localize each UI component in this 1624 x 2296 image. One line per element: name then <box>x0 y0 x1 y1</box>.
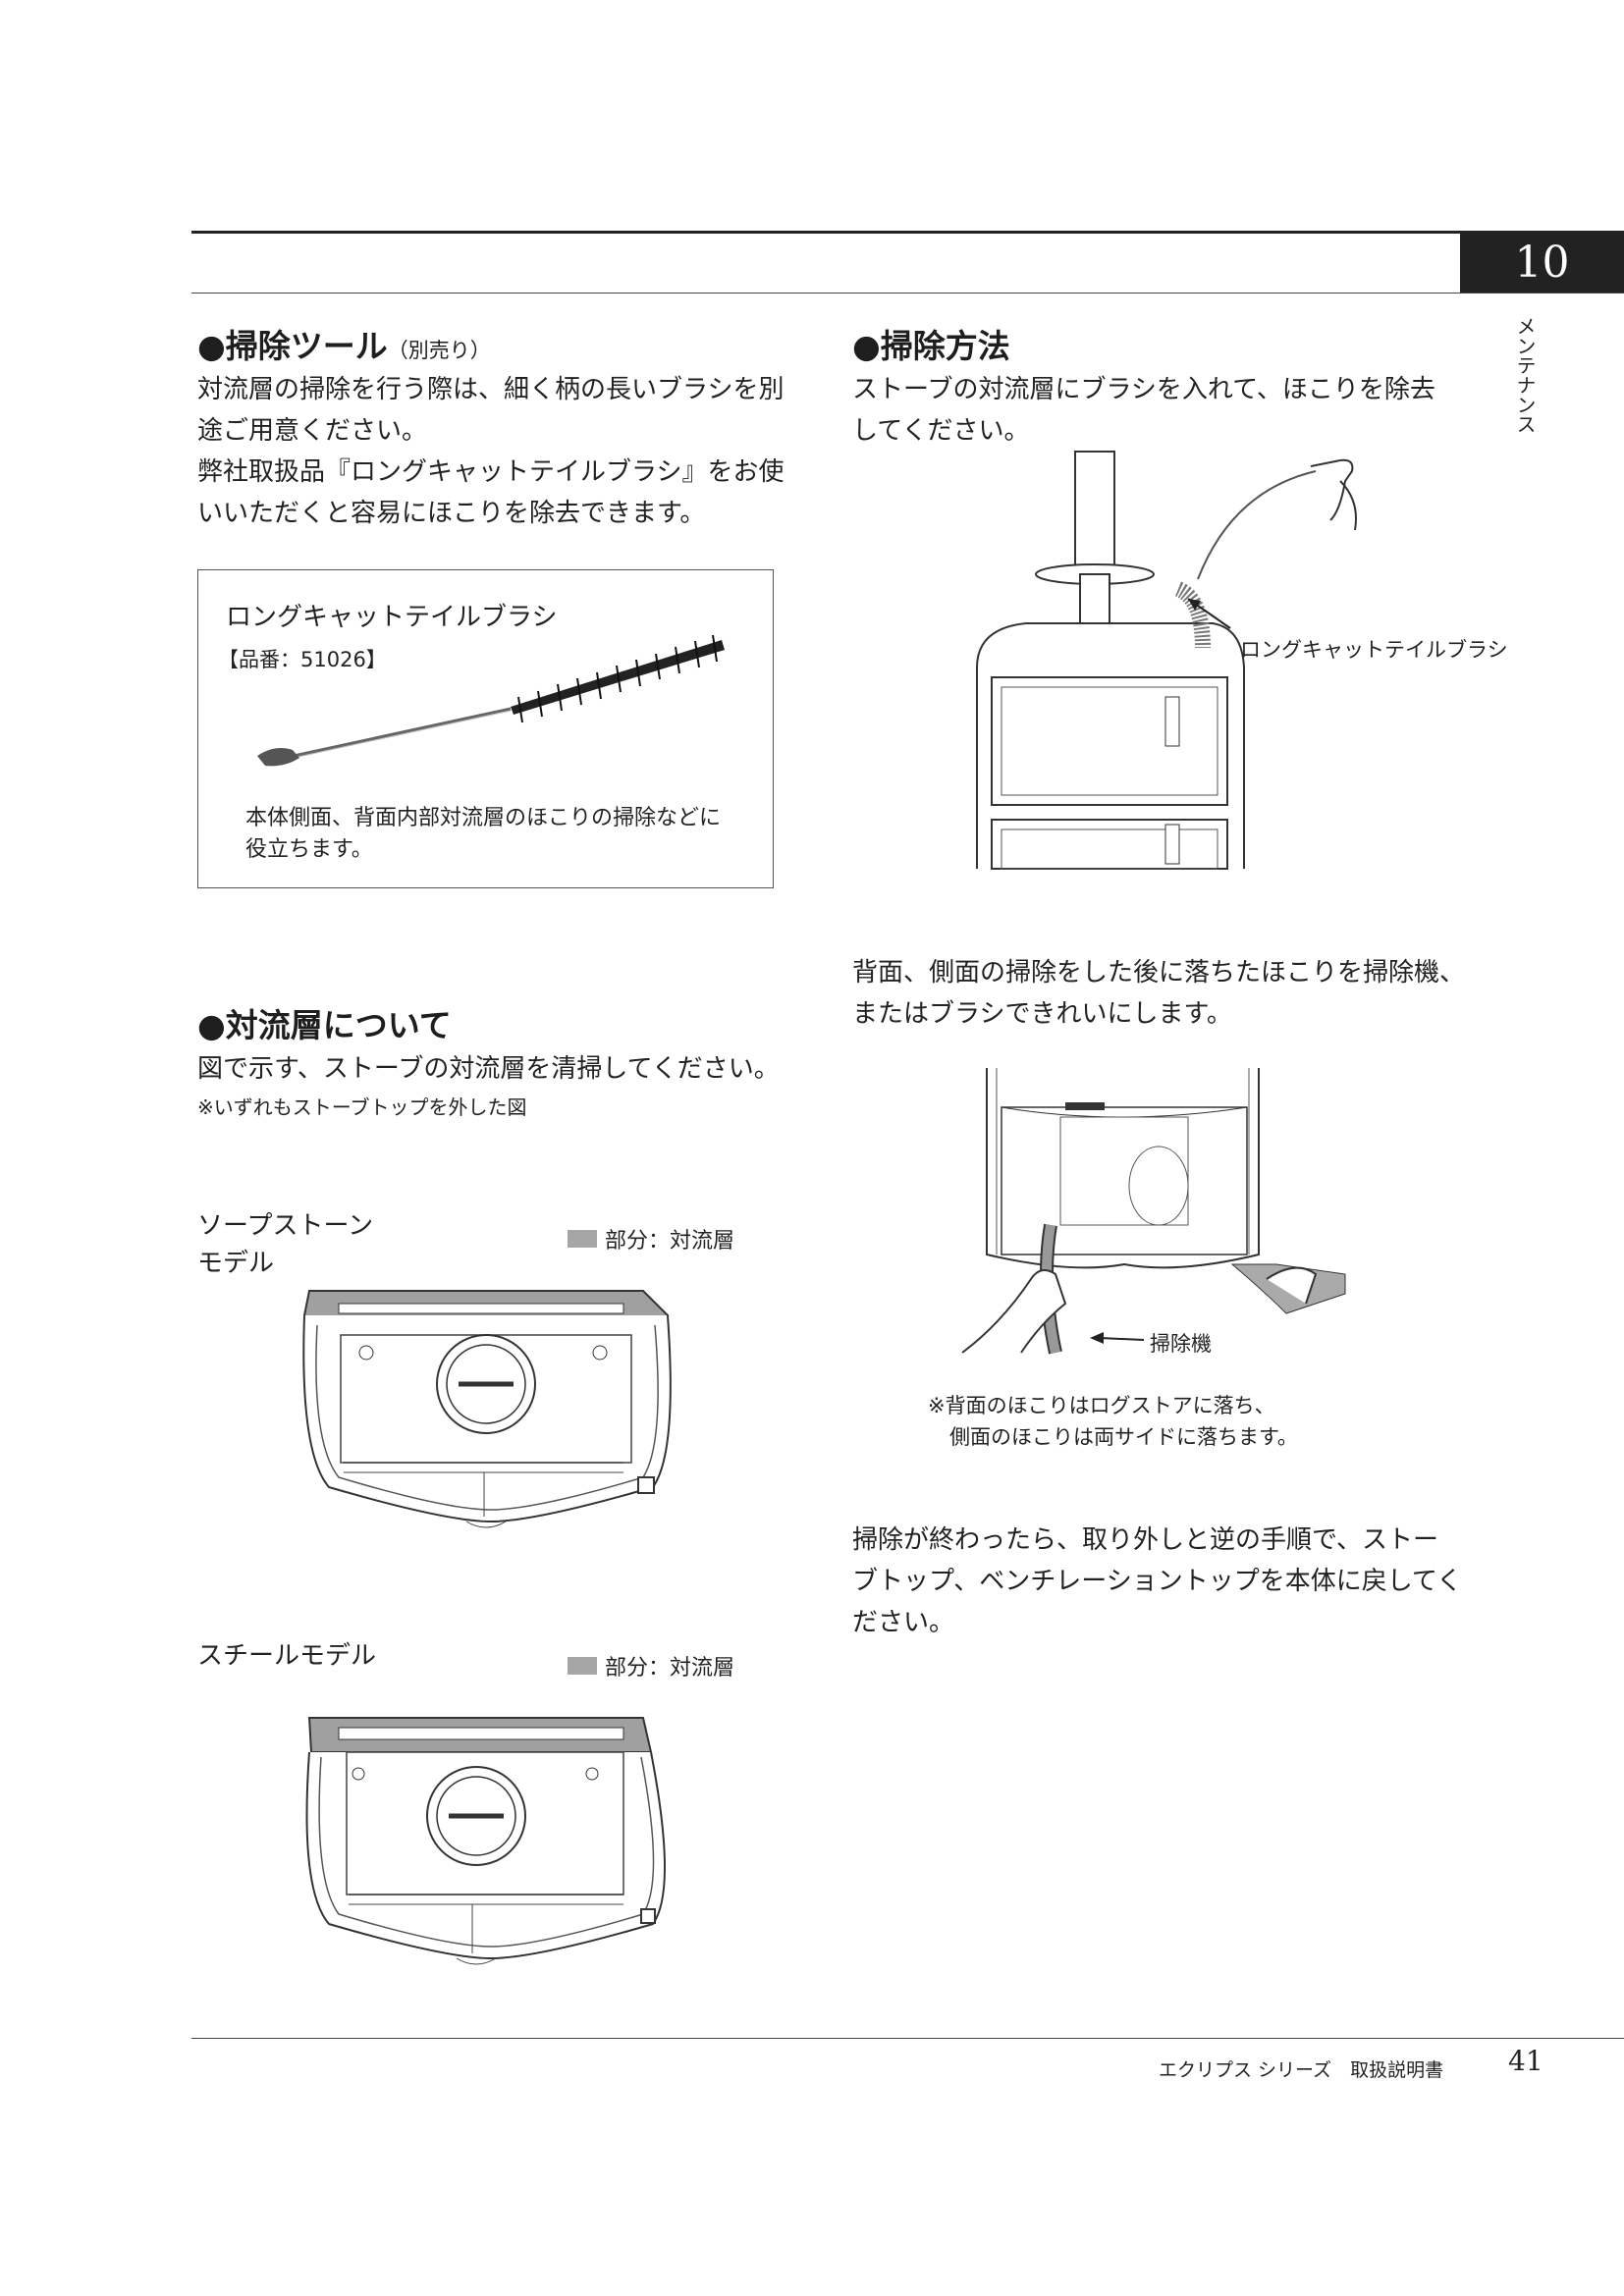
method-note-line: ※背面のほこりはログストアに落ち、 <box>928 1394 1275 1417</box>
brush-product-box <box>197 569 774 888</box>
method-line: ださい。 <box>852 1608 955 1637</box>
legend-text: 部分：対流層 <box>605 1229 735 1254</box>
method-paragraph: ストーブの対流層にブラシを入れて、ほこりを除去 してください。 <box>852 369 1435 452</box>
tools-line: 対流層の掃除を行う際は、細く柄の長いブラシを別 <box>197 375 785 404</box>
method-line: 背面、側面の掃除をした後に落ちたほこりを掃除機、 <box>852 958 1466 988</box>
tools-heading-note: （別売り） <box>387 339 491 362</box>
method-line: またはブラシできれいにします。 <box>852 999 1232 1029</box>
footer-manual-title: エクリプス シリーズ 取扱説明書 <box>1159 2059 1444 2081</box>
brush-illustration <box>257 634 725 767</box>
method-paragraph-3: 掃除が終わったら、取り外しと逆の手順で、ストー ブトップ、ベンチレーショントップ… <box>852 1520 1462 1643</box>
legend-swatch <box>568 1657 597 1675</box>
method-paragraph-2: 背面、側面の掃除をした後に落ちたほこりを掃除機、 またはブラシできれいにします。 <box>852 952 1465 1035</box>
method-note: ※背面のほこりはログストアに落ち、 側面のほこりは両サイドに落ちます。 <box>928 1390 1298 1453</box>
footer-rule <box>191 2038 1624 2039</box>
steel-top-view-diagram <box>305 1717 666 1965</box>
soapstone-top-view-diagram <box>302 1290 672 1528</box>
method-note-line: 側面のほこりは両サイドに落ちます。 <box>949 1425 1298 1449</box>
brush-part-number: 【品番：51026】 <box>218 648 387 671</box>
legend-steel: 部分：対流層 <box>568 1650 734 1682</box>
method-line: 掃除が終わったら、取り外しと逆の手順で、ストー <box>852 1525 1438 1555</box>
tools-line: 途ご用意ください。 <box>197 416 428 446</box>
side-label: メンテナンス <box>1510 316 1540 434</box>
header-rule <box>191 231 1624 234</box>
soapstone-label-line: ソープストーン <box>197 1211 374 1241</box>
brush-desc-line: 本体側面、背面内部対流層のほこりの掃除などに <box>245 806 722 830</box>
vacuum-illustration <box>961 1068 1346 1355</box>
soapstone-label-line: モデル <box>197 1249 275 1278</box>
tools-heading: ●掃除ツール（別売り） <box>197 320 491 367</box>
brush-callout: ロングキャットテイルブラシ <box>1240 638 1508 662</box>
convection-paragraph: 図で示す、ストーブの対流層を清掃してください。 <box>197 1054 780 1084</box>
convection-note: ※いずれもストーブトップを外した図 <box>197 1095 527 1119</box>
tools-heading-text: ●掃除ツール <box>197 327 388 365</box>
side-label-text: メンテナンス <box>1513 316 1537 434</box>
method-line: ブトップ、ベンチレーショントップを本体に戻してく <box>852 1567 1463 1596</box>
tools-line: 弊社取扱品『ロングキャットテイルブラシ』をお使 <box>197 457 785 487</box>
brush-description: 本体側面、背面内部対流層のほこりの掃除などに 役立ちます。 <box>245 803 721 866</box>
soapstone-label: ソープストーン モデル <box>197 1207 373 1282</box>
convection-heading: ●対流層について <box>197 1006 452 1044</box>
brush-desc-line: 役立ちます。 <box>245 837 373 862</box>
brush-title: ロングキャットテイルブラシ <box>226 603 558 632</box>
tools-line: いいただくと容易にほこりを除去できます。 <box>197 499 706 528</box>
legend-text: 部分：対流層 <box>605 1656 735 1681</box>
chapter-number: 10 <box>1460 234 1624 293</box>
steel-label: スチールモデル <box>197 1641 377 1671</box>
method-line: ストーブの対流層にブラシを入れて、ほこりを除去 <box>852 375 1435 404</box>
header-rule-thin <box>191 293 1624 294</box>
method-line: してください。 <box>852 416 1030 446</box>
vacuum-callout: 掃除機 <box>1150 1332 1212 1356</box>
legend-soapstone: 部分：対流層 <box>568 1223 734 1255</box>
tools-paragraph: 対流層の掃除を行う際は、細く柄の長いブラシを別 途ご用意ください。 弊社取扱品『… <box>197 369 784 534</box>
method-heading: ●掃除方法 <box>852 327 1010 365</box>
page-number: 41 <box>1508 2045 1543 2077</box>
stove-brush-illustration <box>976 451 1357 870</box>
legend-swatch <box>568 1230 597 1248</box>
